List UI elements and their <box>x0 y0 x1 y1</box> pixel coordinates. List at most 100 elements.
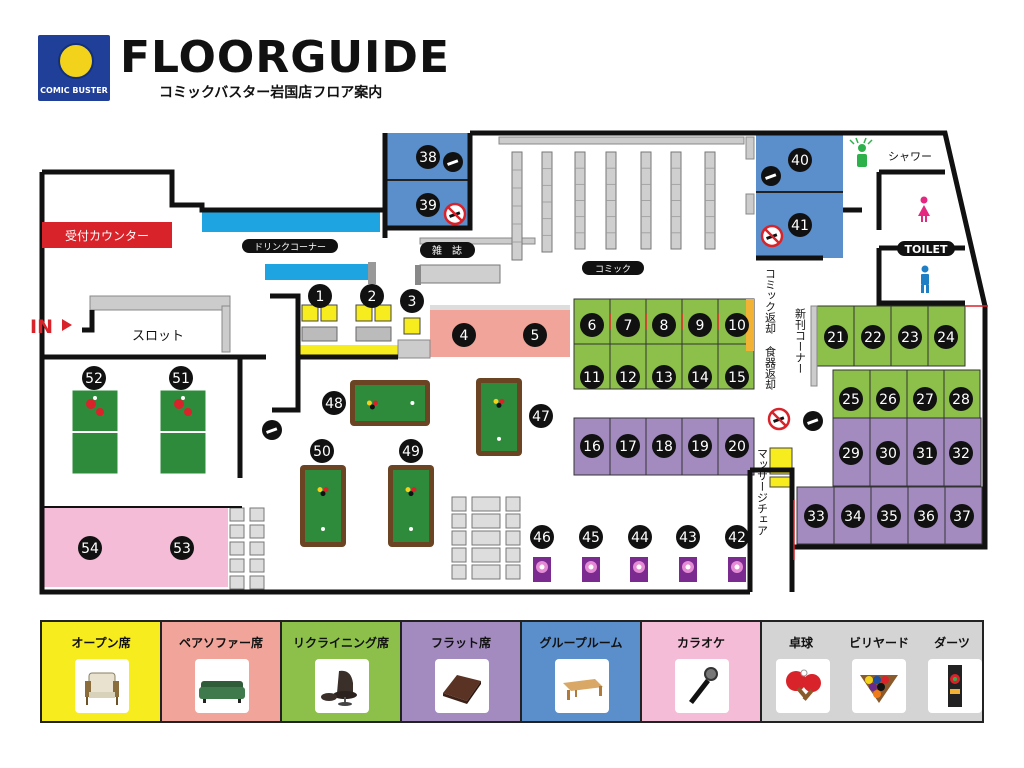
seat-number-badge <box>804 504 828 528</box>
seat-number-48: 48 <box>325 396 343 412</box>
seat-number-badge <box>841 504 865 528</box>
armchair-icon <box>75 659 129 713</box>
seat-number-2: 2 <box>368 289 377 305</box>
seat-number-26: 26 <box>879 392 897 408</box>
seat-number-3: 3 <box>408 294 417 310</box>
open-seat-2a <box>355 304 373 322</box>
reception-label: 受付カウンター <box>65 229 149 243</box>
legend-darts-label: ダーツ <box>934 636 970 650</box>
seat-number-badge <box>416 145 440 169</box>
seat-number-4: 4 <box>460 328 469 344</box>
seat-number-52: 52 <box>85 371 103 387</box>
seat-number-42: 42 <box>728 530 746 546</box>
seat-number-31: 31 <box>916 446 934 462</box>
seat-number-33: 33 <box>807 509 825 525</box>
seat-number-24: 24 <box>937 330 955 346</box>
massage-chair-label: マッサージチェア <box>756 448 769 536</box>
slot-machines <box>89 295 231 311</box>
seat-number-badge <box>652 313 676 337</box>
chair <box>505 564 521 580</box>
seat-number-41: 41 <box>791 218 809 234</box>
seat-number-badge <box>788 148 812 172</box>
seat-number-badge <box>876 387 900 411</box>
female-toilet-icon <box>918 196 930 222</box>
chair <box>505 530 521 546</box>
open-seat-counter <box>298 345 398 357</box>
entrance-arrow-icon <box>62 319 72 331</box>
seat-number-1: 1 <box>316 289 325 305</box>
chair <box>505 547 521 563</box>
shower-label: シャワー <box>888 150 932 163</box>
open-seat-3 <box>403 317 421 335</box>
seat-number-38: 38 <box>419 150 437 166</box>
legend-group: グループルーム <box>522 622 642 721</box>
chair <box>505 496 521 512</box>
recliner-icon <box>315 659 369 713</box>
legend-reclining-label: リクライニング席 <box>292 636 389 650</box>
open-seat-1b <box>320 304 338 322</box>
chair <box>451 530 467 546</box>
seat-number-badge <box>616 434 640 458</box>
seat-number-49: 49 <box>402 444 420 460</box>
seat-number-28: 28 <box>952 392 970 408</box>
seat-number-badge <box>877 504 901 528</box>
comic-shelves <box>511 151 716 261</box>
chair <box>249 507 265 522</box>
seat-number-badge <box>628 525 652 549</box>
seat-number-16: 16 <box>583 439 601 455</box>
dart-machines <box>533 557 746 582</box>
legend-flat: フラット席 <box>402 622 522 721</box>
seat-number-39: 39 <box>419 198 437 214</box>
seat-number-badge <box>399 439 423 463</box>
walls <box>39 130 988 595</box>
seat-number-badge <box>78 536 102 560</box>
drink-counter <box>202 210 380 232</box>
dart-machine-icon <box>928 659 982 713</box>
seat-number-badge <box>876 441 900 465</box>
seat-number-badge <box>170 536 194 560</box>
toilet-label: TOILET <box>905 243 948 256</box>
seat-number-19: 19 <box>691 439 709 455</box>
seat-number-badge <box>688 365 712 389</box>
seat-number-46: 46 <box>533 530 551 546</box>
magazines-label: 雑 誌 <box>432 244 462 257</box>
legend-karaoke-label: カラオケ <box>676 636 725 650</box>
legend-karaoke: カラオケ <box>642 622 762 721</box>
seat-number-badge <box>725 313 749 337</box>
seat-number-badge <box>530 525 554 549</box>
seat-number-badge <box>688 313 712 337</box>
seat-number-37: 37 <box>953 509 971 525</box>
seat-number-23: 23 <box>901 330 919 346</box>
comics-label: コミック <box>595 264 631 275</box>
seat-number-badge <box>310 439 334 463</box>
return-counter <box>746 299 754 351</box>
table <box>471 547 501 563</box>
low-table-icon <box>555 659 609 713</box>
seat-number-45: 45 <box>582 530 600 546</box>
drink-corner-label: ドリンクコーナー <box>254 242 326 253</box>
ping-pong-tables <box>71 389 207 475</box>
seat-number-badge <box>824 325 848 349</box>
table <box>471 530 501 546</box>
microphone-icon <box>675 659 729 713</box>
seat-number-badge <box>725 365 749 389</box>
seat-number-13: 13 <box>655 370 673 386</box>
seat-number-36: 36 <box>917 509 935 525</box>
seat-number-badge <box>580 434 604 458</box>
mascot-icon <box>58 43 94 79</box>
massage-chair-2 <box>769 476 793 488</box>
seat-number-12: 12 <box>619 370 637 386</box>
seat-number-53: 53 <box>173 541 191 557</box>
seat-number-27: 27 <box>916 392 934 408</box>
seat-number-40: 40 <box>791 153 809 169</box>
seat-number-20: 20 <box>728 439 746 455</box>
seat-number-18: 18 <box>655 439 673 455</box>
seat-number-badge <box>616 313 640 337</box>
chair <box>451 564 467 580</box>
page-title: FLOORGUIDE <box>120 32 451 83</box>
chair <box>229 575 245 590</box>
legend-reclining: リクライニング席 <box>282 622 402 721</box>
seat-number-badge <box>523 323 547 347</box>
seat-number-badge <box>950 504 974 528</box>
seat-number-43: 43 <box>679 530 697 546</box>
